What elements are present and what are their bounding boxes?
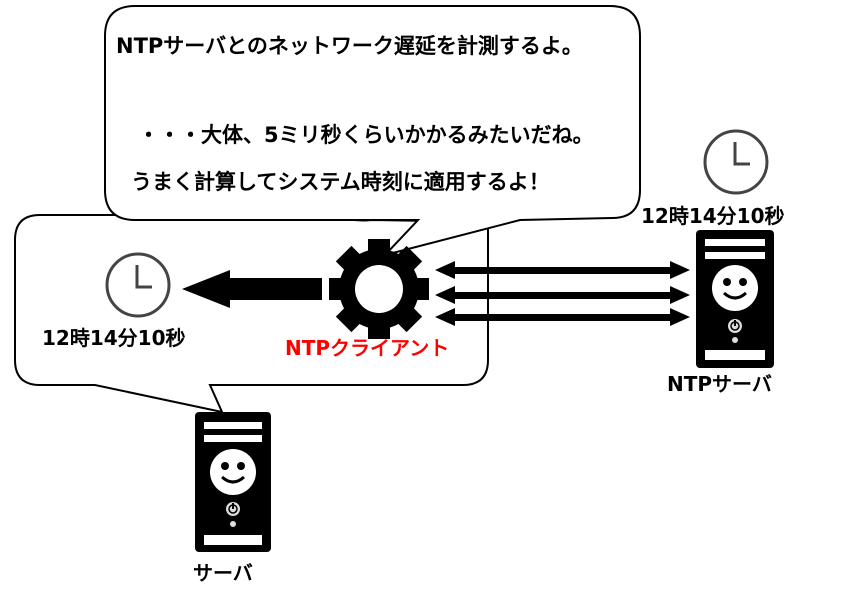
ntp-client-label: NTPクライアント xyxy=(285,336,450,360)
network-arrows xyxy=(435,261,690,326)
local-server-label: サーバ xyxy=(193,561,253,585)
local-server-icon xyxy=(195,412,271,552)
ntp-server-label: NTPサーバ xyxy=(667,372,772,396)
bubble-line-2: ・・・大体、5ミリ秒くらいかかるみたいだね。 xyxy=(138,123,594,147)
ntp-server-icon xyxy=(696,230,774,368)
client-clock-time: 12時14分10秒 xyxy=(42,326,186,350)
upper-speech-bubble xyxy=(104,5,641,257)
bubble-line-3: うまく計算してシステム時刻に適用するよ！ xyxy=(131,170,550,194)
bubble-line-1: NTPサーバとのネットワーク遅延を計測するよ。 xyxy=(116,34,583,58)
gear-icon xyxy=(329,239,429,339)
ntp-server-clock-icon xyxy=(703,129,769,195)
ntp-server-clock-time: 12時14分10秒 xyxy=(641,204,785,228)
client-clock-icon xyxy=(105,252,171,318)
sync-arrow-icon xyxy=(182,270,322,308)
